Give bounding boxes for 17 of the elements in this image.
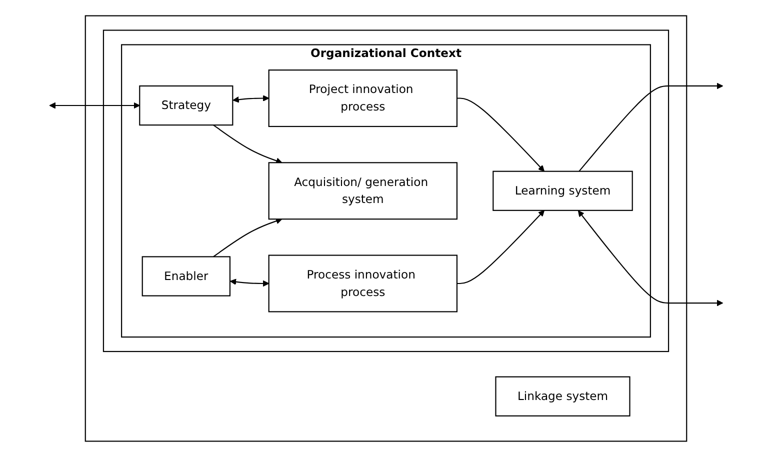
arrow (49, 102, 140, 109)
node-box: Strategy (139, 85, 234, 126)
node-box: Process innovation process (268, 254, 458, 312)
arrow (213, 218, 282, 258)
arrow (578, 210, 724, 306)
node-box: Enabler (142, 256, 230, 296)
arrow (232, 95, 270, 103)
node-box: Learning system (492, 170, 633, 211)
arrow (456, 98, 545, 172)
arrow (230, 278, 270, 287)
cluster (84, 15, 688, 442)
arrow (456, 210, 545, 284)
arrow (578, 82, 724, 172)
node-box: Linkage system (495, 376, 630, 416)
node-box: Project innovation process (268, 70, 458, 128)
node-box: Acquisition/ generation system (268, 162, 458, 220)
arrow (213, 124, 282, 164)
